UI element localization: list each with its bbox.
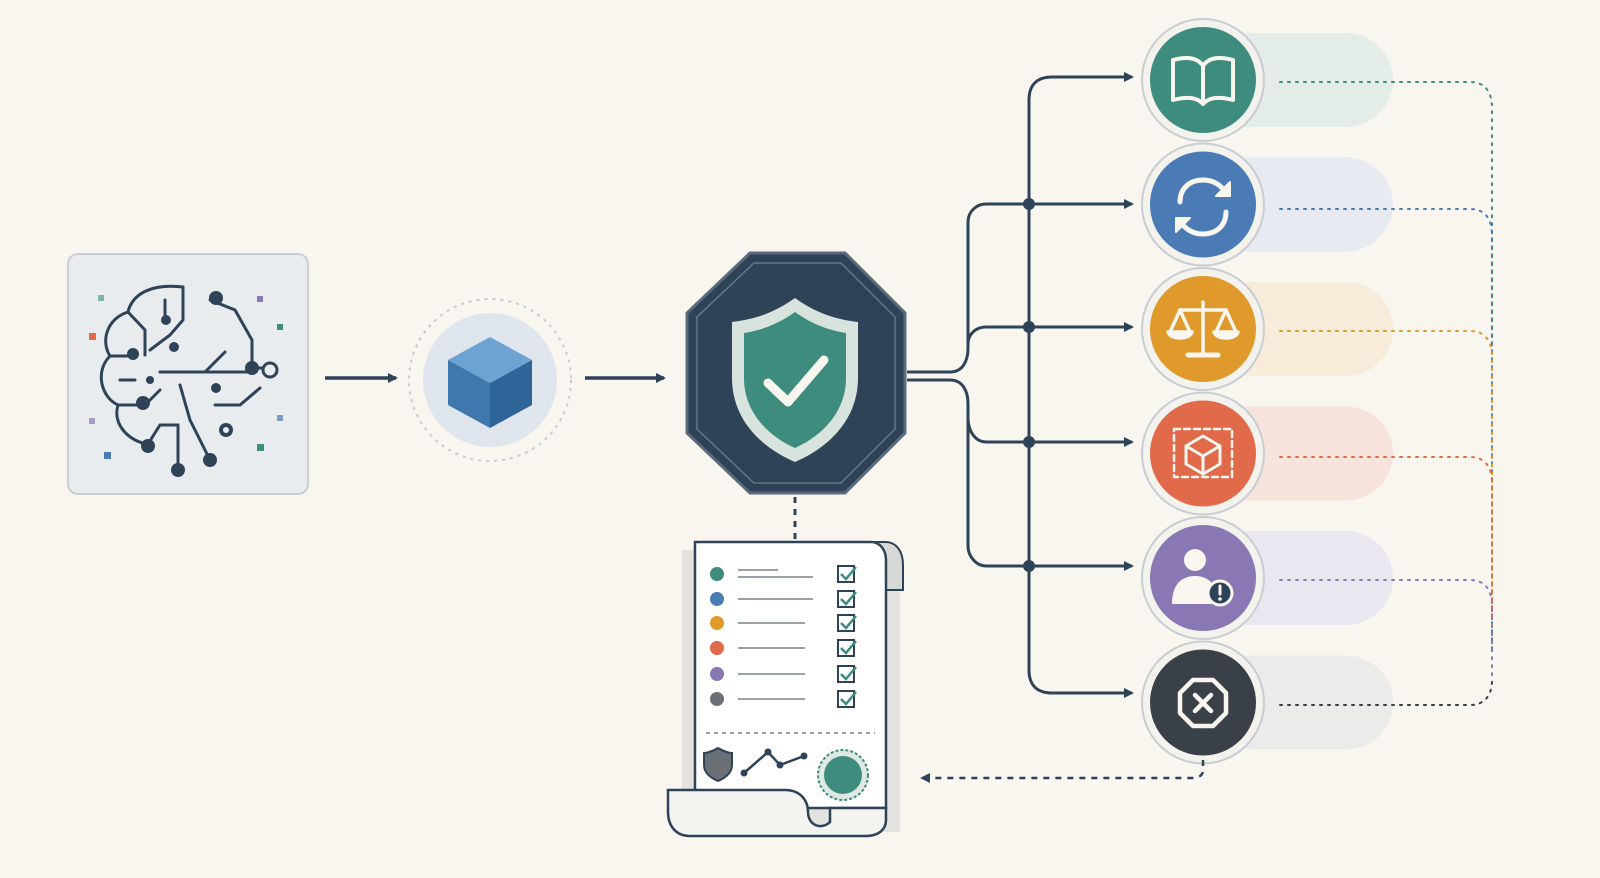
return-path-purple xyxy=(1279,579,1493,681)
branch-bands xyxy=(1203,33,1393,750)
report-item xyxy=(710,565,857,583)
return-paths xyxy=(1279,81,1493,706)
branch-circles xyxy=(1141,18,1265,765)
cube-icon xyxy=(448,337,532,428)
branch-icons xyxy=(1166,56,1240,729)
stop-x-icon xyxy=(1177,677,1229,729)
branch-node xyxy=(1141,391,1265,516)
neural-circuit-brain-icon xyxy=(99,284,272,472)
guardrail-node xyxy=(685,251,907,495)
branch-connectors xyxy=(907,72,1134,698)
boxed-cube-icon xyxy=(1172,427,1234,479)
return-path-teal xyxy=(1279,81,1493,651)
report-footer xyxy=(703,746,869,801)
shield-check-icon xyxy=(732,298,858,462)
user-alert-icon xyxy=(1172,549,1234,607)
approval-seal-icon xyxy=(817,749,869,801)
trend-line-icon xyxy=(743,750,805,774)
input-panel xyxy=(67,253,309,495)
report-checklist xyxy=(710,565,857,708)
report-item xyxy=(710,690,857,708)
return-path-coral xyxy=(1279,456,1493,621)
report-item xyxy=(710,639,857,657)
balance-scale-icon xyxy=(1166,300,1240,358)
branch-node xyxy=(1141,142,1265,267)
return-path-blue xyxy=(1279,208,1493,641)
circuit-nodes xyxy=(127,291,279,477)
junction-dots xyxy=(1023,198,1035,572)
checklist-scroll-icon xyxy=(666,540,904,838)
report-node xyxy=(666,540,904,838)
small-shield-icon xyxy=(703,746,733,783)
model-node xyxy=(408,298,572,462)
particle-squares xyxy=(89,295,283,459)
report-item xyxy=(710,665,857,683)
return-path-gray xyxy=(1279,679,1493,706)
trend-points xyxy=(740,748,808,777)
arrow-return-to-report xyxy=(920,760,1205,783)
report-item xyxy=(710,590,857,608)
refresh-arrows-icon xyxy=(1175,177,1231,237)
return-path-amber xyxy=(1279,330,1493,631)
report-item xyxy=(710,614,857,632)
open-book-icon xyxy=(1171,56,1235,106)
